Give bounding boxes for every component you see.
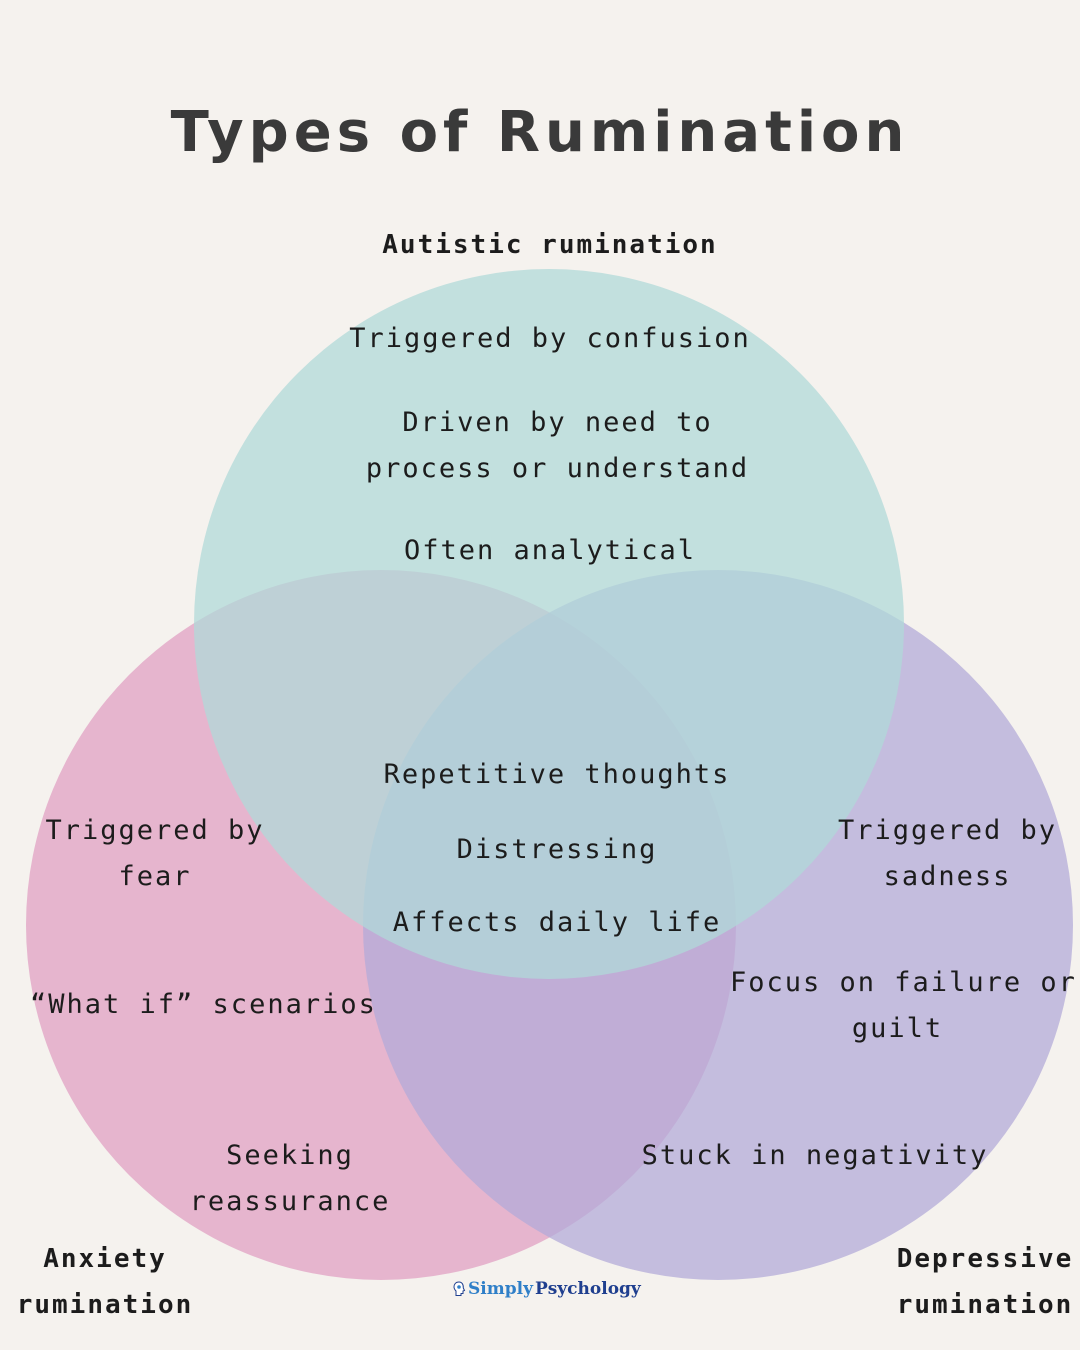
shared-item-daily-life: Affects daily life: [392, 907, 722, 938]
anxiety-item-fear-line2: fear: [118, 861, 192, 892]
depressive-set-label-line2: rumination: [896, 1290, 1074, 1320]
autistic-item-process: Driven by need to process or understand: [300, 400, 815, 492]
depressive-item-sadness: Triggered by sadness: [830, 808, 1065, 900]
depressive-set-label-line1: Depressive: [896, 1244, 1074, 1274]
anxiety-item-reassurance-line2: reassurance: [189, 1186, 391, 1217]
depressive-item-failure-line2: guilt: [851, 1013, 944, 1044]
depressive-item-failure: Focus on failure or guilt: [730, 960, 1077, 1052]
anxiety-set-label-line1: Anxiety: [43, 1244, 167, 1274]
autistic-item-confusion: Triggered by confusion: [349, 323, 751, 354]
diagram-title: Types of Rumination: [170, 100, 910, 165]
anxiety-item-fear-line1: Triggered by: [45, 815, 265, 846]
shared-item-distressing: Distressing: [456, 834, 658, 865]
anxiety-set-label-line2: rumination: [16, 1290, 194, 1320]
shared-item-repetitive: Repetitive thoughts: [383, 759, 731, 790]
anxiety-item-fear: Triggered by fear: [30, 808, 280, 900]
anxiety-item-reassurance: Seeking reassurance: [165, 1133, 415, 1225]
depressive-item-failure-line1: Focus on failure or: [730, 967, 1077, 998]
brand-part2: Psychology: [534, 1279, 641, 1299]
anxiety-set-label: Anxiety rumination: [10, 1236, 200, 1328]
autistic-item-analytical: Often analytical: [403, 535, 697, 566]
head-profile-icon: [453, 1281, 466, 1296]
autistic-item-process-line2: process or understand: [365, 453, 750, 484]
autistic-set-label: Autistic rumination: [382, 230, 718, 260]
brand-part1: Simply: [468, 1279, 533, 1299]
anxiety-item-what-if: “What if” scenarios: [30, 989, 377, 1020]
depressive-item-sadness-line1: Triggered by: [837, 815, 1058, 846]
depressive-item-sadness-line2: sadness: [883, 861, 1012, 892]
autistic-item-process-line1: Driven by need to: [402, 407, 713, 438]
anxiety-item-reassurance-line1: Seeking: [226, 1140, 354, 1171]
autistic-circle: [194, 269, 904, 979]
depressive-set-label: Depressive rumination: [890, 1236, 1080, 1328]
depressive-item-negativity: Stuck in negativity: [641, 1140, 989, 1171]
